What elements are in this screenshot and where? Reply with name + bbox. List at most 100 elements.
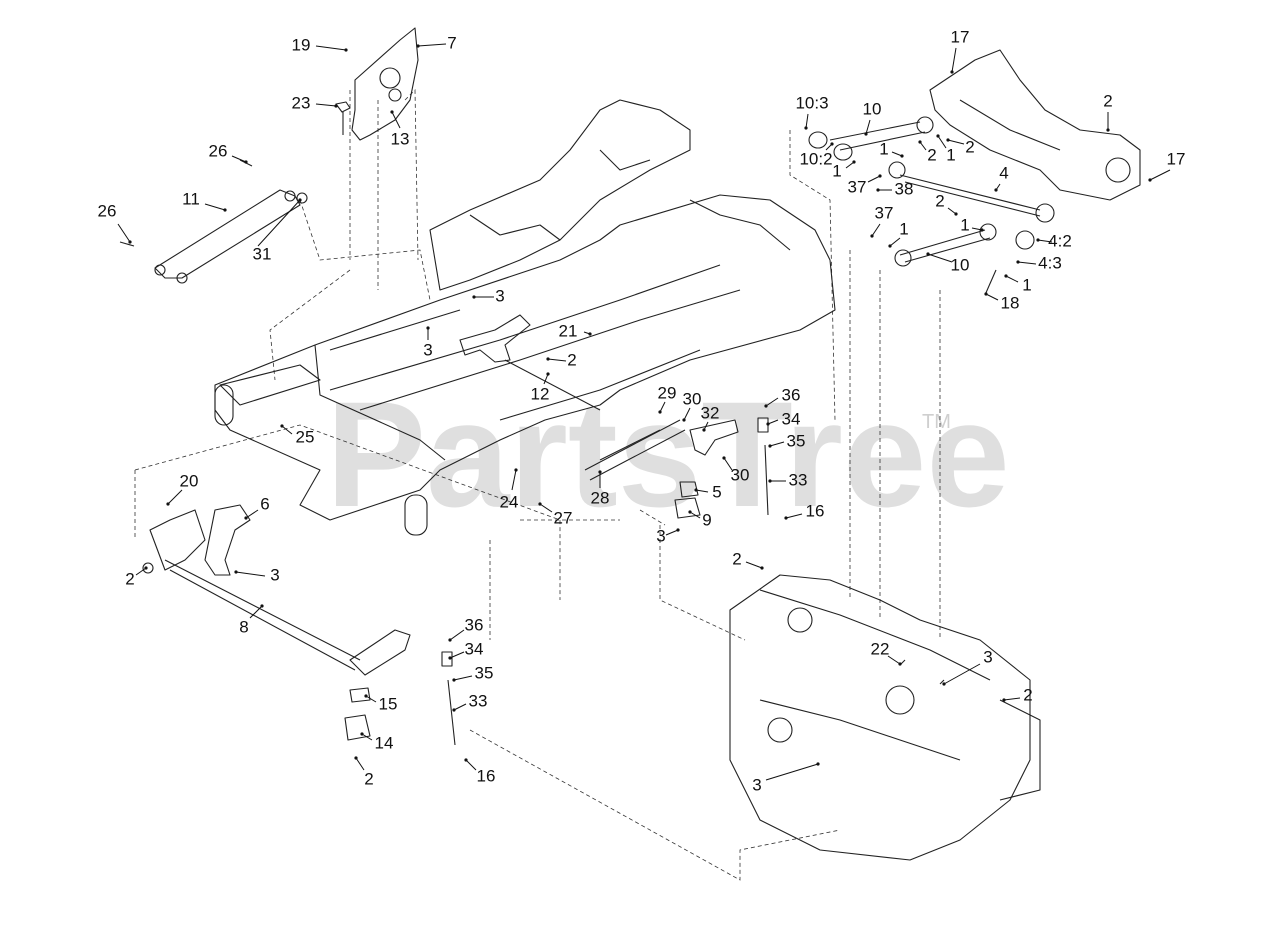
callout-c-2i: 2 xyxy=(1023,685,1032,704)
leader-line-c-3d xyxy=(235,571,266,577)
leader-line-c-4-3 xyxy=(1017,261,1037,265)
leader-line-c-14 xyxy=(361,733,373,741)
leader-dot-c-32 xyxy=(702,428,706,432)
leader-dot-c-2c xyxy=(354,756,358,760)
callout-c-2e: 2 xyxy=(927,145,936,164)
callout-c-31: 31 xyxy=(253,244,272,263)
leader-dot-c-1b xyxy=(936,134,940,138)
assembly-guide-lines xyxy=(134,89,941,881)
leader-dot-c-28 xyxy=(598,470,602,474)
leader-dot-c-3b xyxy=(426,326,430,330)
leader-lines xyxy=(117,43,1171,781)
center-pivot-arm xyxy=(459,314,601,411)
watermark-text: PartsTree xyxy=(326,370,1010,538)
callout-c-3a: 3 xyxy=(495,286,504,305)
callout-c-4: 4 xyxy=(999,163,1008,182)
leader-dot-c-2d xyxy=(1106,128,1110,132)
leader-line-c-3f xyxy=(765,763,819,781)
leader-dot-c-2e xyxy=(918,140,922,144)
leader-line-c-2h xyxy=(745,561,763,569)
leader-dot-c-33a xyxy=(768,479,772,483)
callout-c-17a: 17 xyxy=(951,27,970,46)
leader-line-c-34b xyxy=(449,651,465,659)
callout-c-19: 19 xyxy=(292,35,311,54)
leader-line-c-10a xyxy=(865,119,871,135)
leader-line-c-30b xyxy=(723,457,733,471)
leader-dot-c-3f xyxy=(816,762,820,766)
leader-dot-c-2g xyxy=(954,212,958,216)
leader-dot-c-24 xyxy=(514,468,518,472)
blocks xyxy=(344,481,701,741)
callout-c-11: 11 xyxy=(182,189,200,208)
leader-line-c-19 xyxy=(315,45,347,51)
leader-dot-c-10b xyxy=(926,252,930,256)
callout-c-2a: 2 xyxy=(567,350,576,369)
callout-c-3f: 3 xyxy=(752,775,761,794)
leader-dot-c-17b xyxy=(1148,178,1152,182)
callout-c-10a: 10 xyxy=(863,99,882,118)
callout-c-8: 8 xyxy=(239,617,248,636)
leader-dot-c-27 xyxy=(538,502,542,506)
leader-line-c-1e xyxy=(889,237,901,247)
leader-dot-c-17a xyxy=(950,70,954,74)
callout-c-1f: 1 xyxy=(1022,275,1031,294)
callout-c-28: 28 xyxy=(591,488,610,507)
leader-line-c-6 xyxy=(245,509,259,519)
leader-dot-c-9 xyxy=(688,510,692,514)
callout-c-25: 25 xyxy=(296,427,315,446)
callout-c-22: 22 xyxy=(871,639,890,658)
leader-line-c-26a xyxy=(231,155,247,163)
callout-c-2g: 2 xyxy=(935,191,944,210)
leader-dot-c-37a xyxy=(878,174,882,178)
links-10-4 xyxy=(808,116,1055,296)
leader-dot-c-31 xyxy=(298,198,302,202)
leader-line-c-24 xyxy=(511,469,517,491)
leader-dot-c-10-2 xyxy=(830,142,834,146)
leader-line-c-3e xyxy=(943,663,981,685)
leader-dot-c-3e xyxy=(942,682,946,686)
leader-line-c-1f xyxy=(1005,275,1019,283)
callout-c-16a: 16 xyxy=(806,501,825,520)
callout-c-1a: 1 xyxy=(879,139,888,158)
callout-c-34a: 34 xyxy=(782,409,801,428)
callout-c-9: 9 xyxy=(702,510,711,529)
leader-dot-c-34a xyxy=(766,422,770,426)
leader-line-c-31 xyxy=(257,199,301,247)
callout-c-38: 38 xyxy=(895,179,914,198)
callout-c-24: 24 xyxy=(500,492,519,511)
leader-dot-c-19 xyxy=(344,48,348,52)
callout-c-30a: 30 xyxy=(683,389,702,408)
leader-dot-c-37b xyxy=(870,234,874,238)
callout-c-6: 6 xyxy=(260,494,269,513)
callout-c-12: 12 xyxy=(531,384,550,403)
leader-line-c-1c xyxy=(845,161,855,169)
leader-dot-c-3a xyxy=(472,295,476,299)
callout-c-10b: 10 xyxy=(951,255,970,274)
watermark-trademark: TM xyxy=(922,411,951,433)
leader-dot-c-23 xyxy=(334,104,338,108)
callout-c-29: 29 xyxy=(658,383,677,402)
leader-dot-c-8 xyxy=(260,604,264,608)
leader-dot-c-29 xyxy=(658,410,662,414)
callout-c-3b: 3 xyxy=(423,340,432,359)
leader-line-c-1b xyxy=(937,135,947,149)
leader-dot-c-36b xyxy=(448,638,452,642)
leader-dot-c-16a xyxy=(784,516,788,520)
leader-dot-c-11 xyxy=(223,208,227,212)
leader-line-c-20 xyxy=(167,489,183,505)
leader-dot-c-3d xyxy=(234,570,238,574)
leader-line-c-18 xyxy=(985,293,999,301)
leader-line-c-10b xyxy=(927,253,953,263)
callout-c-16b: 16 xyxy=(477,766,496,785)
callout-c-21: 21 xyxy=(559,321,578,340)
leader-dot-c-4 xyxy=(994,188,998,192)
leader-line-c-5 xyxy=(695,489,709,493)
leader-dot-c-1a xyxy=(900,154,904,158)
leader-line-c-1a xyxy=(891,151,903,157)
leader-line-c-2c xyxy=(355,757,365,771)
leader-dot-c-1e xyxy=(888,244,892,248)
leader-line-c-16b xyxy=(465,759,477,771)
leader-dot-c-26b xyxy=(128,240,132,244)
